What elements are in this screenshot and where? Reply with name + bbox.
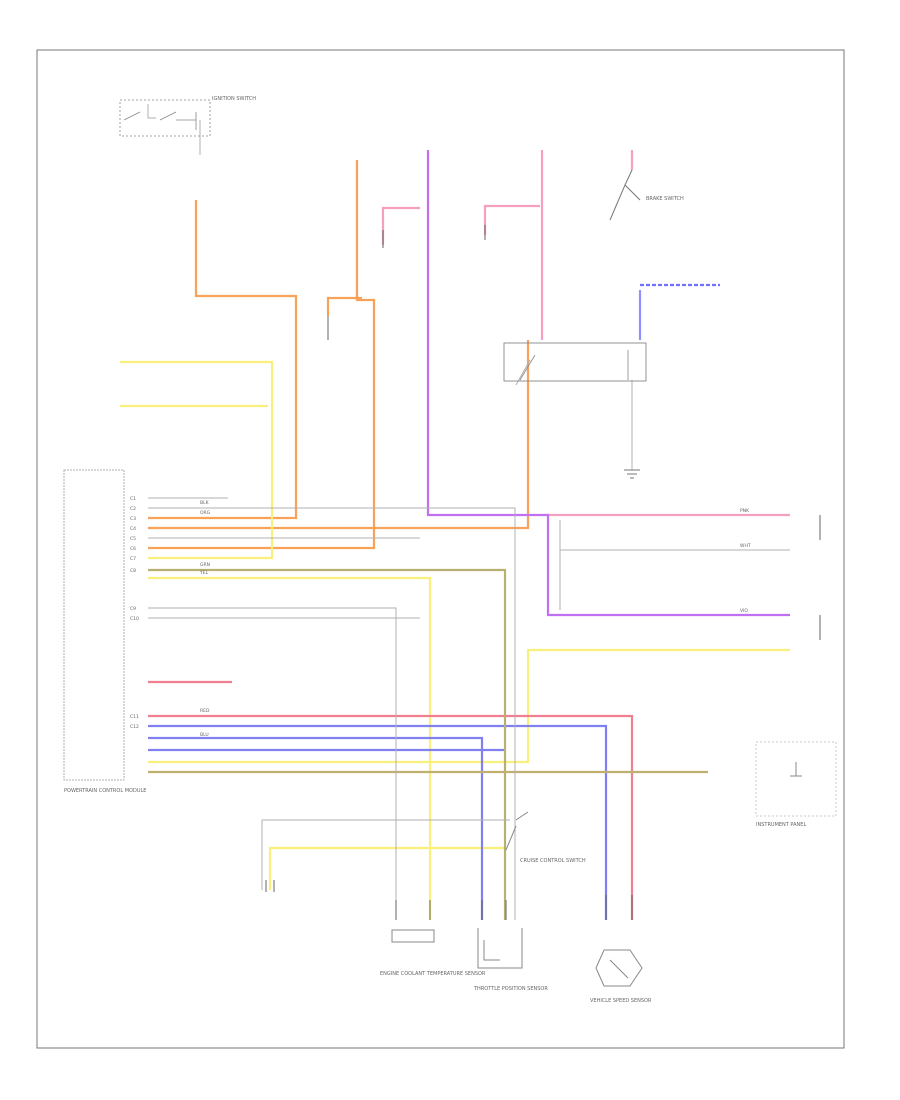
cruise-switch-symbol: [505, 811, 529, 851]
wire-label: PNK: [740, 508, 750, 514]
junction-box: [503, 342, 647, 382]
tps-sensor: [477, 928, 523, 969]
wire-gray-2: [148, 507, 516, 920]
pin-label: C4: [130, 526, 136, 532]
wire-gray-8: [261, 819, 510, 890]
wire-label: BLU: [200, 732, 209, 738]
wire-yellow-1: [120, 360, 274, 560]
pin-label: C11: [130, 714, 139, 720]
wire-blue-1: [148, 724, 608, 920]
pin-label: C10: [130, 616, 139, 622]
wire-label: RED: [200, 708, 210, 714]
cruise-switch-label: CRUISE CONTROL SWITCH: [520, 858, 586, 864]
ignition-switch-label: IGNITION SWITCH: [212, 96, 256, 102]
wire-violet-1: [426, 150, 790, 617]
ignition-switch-contacts: [123, 111, 197, 130]
pin-label: C12: [130, 724, 139, 730]
wire-orange-3: [148, 340, 530, 530]
wire-group: [120, 150, 790, 920]
pin-label: C9: [130, 606, 136, 612]
wire-yellow-3: [148, 576, 432, 920]
pin-label: C1: [130, 496, 136, 502]
vss-sensor: [595, 949, 643, 987]
thin-wire-group: [147, 104, 790, 920]
pin-label: C7: [130, 556, 136, 562]
ignition-switch: [119, 99, 211, 137]
wire-label: ORG: [200, 510, 211, 516]
wire-pink-3: [483, 204, 540, 235]
ground-symbol: [624, 469, 640, 479]
brake-switch-label: BRAKE SWITCH: [646, 196, 684, 202]
wire-orange-2: [148, 160, 376, 550]
ect-sensor: [391, 929, 435, 943]
instrument-panel-label: INSTRUMENT PANEL: [756, 822, 806, 828]
wire-yellow-4: [148, 648, 790, 764]
pin-label: C2: [130, 506, 136, 512]
tps-label: THROTTLE POSITION SENSOR: [473, 986, 548, 992]
pcm-box: [63, 469, 125, 781]
wire-yellow-5: [268, 846, 505, 890]
pcm-pin-labels: C1 C2 C3 C4 C5 C6 C7 C8 C9 C10 C11 C12: [130, 496, 139, 730]
instrument-panel-box: [755, 741, 837, 817]
wire-pink-2: [381, 206, 420, 245]
pin-label: C8: [130, 568, 136, 574]
wire-color-labels: ORG BLK RED YEL PNK VIO GRN BLU WHT: [199, 500, 751, 738]
pin-label: C6: [130, 546, 136, 552]
wire-olive-1: [148, 568, 507, 920]
junction-box-switch: [519, 350, 629, 381]
wire-gray-4: [148, 607, 397, 920]
diagram-frame: [36, 49, 845, 1049]
wire-label: VIO: [740, 608, 748, 614]
pin-label: C3: [130, 516, 136, 522]
instrument-lamp-symbol: [790, 762, 802, 777]
wire-label: BLK: [200, 500, 210, 506]
wire-label: WHT: [740, 543, 751, 549]
ect-label: ENGINE COOLANT TEMPERATURE SENSOR: [380, 971, 486, 977]
wire-label: GRN: [200, 562, 210, 568]
brake-switch-symbol: [609, 169, 641, 221]
wire-gray-12: [147, 104, 156, 119]
pcm-label: POWERTRAIN CONTROL MODULE: [64, 788, 146, 794]
wire-orange-main: [148, 200, 298, 520]
wire-orange-4: [326, 296, 362, 316]
vss-label: VEHICLE SPEED SENSOR: [590, 998, 652, 1004]
wire-blue-2: [148, 736, 484, 920]
connector-ticks: [265, 225, 821, 920]
wire-red-1: [148, 714, 634, 920]
wire-label: YEL: [199, 570, 209, 576]
ignition-switch-body: [119, 99, 211, 137]
pin-label: C5: [130, 536, 136, 542]
